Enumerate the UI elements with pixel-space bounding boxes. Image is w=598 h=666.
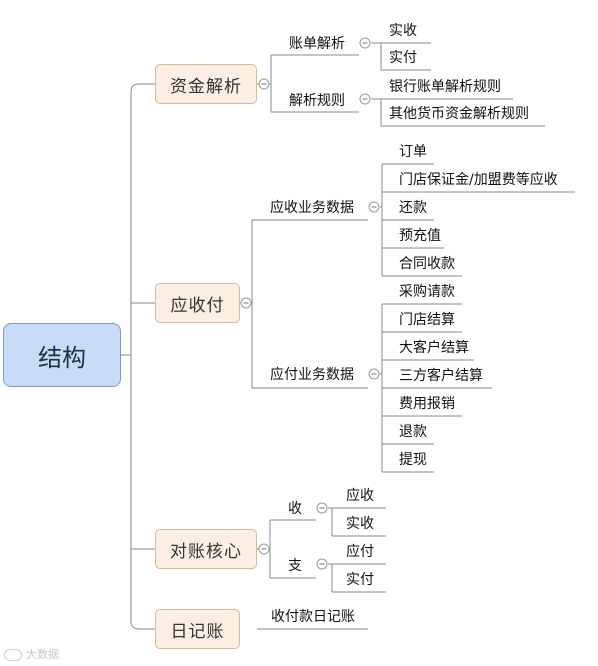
leaf-node[interactable]: 退款 <box>399 424 427 440</box>
leaf-node[interactable]: 采购请款 <box>399 284 455 300</box>
leaf-node[interactable]: 实付 <box>346 572 374 588</box>
branch-journal[interactable]: 日记账 <box>155 609 240 649</box>
group-parse-rules[interactable]: 解析规则 <box>289 93 345 109</box>
branch-funds-analysis[interactable]: 资金解析 <box>155 64 257 104</box>
watermark: 大数据 <box>4 646 59 662</box>
leaf-node[interactable]: 实付 <box>389 50 417 66</box>
leaf-node[interactable]: 提现 <box>399 452 427 468</box>
leaf-node[interactable]: 门店保证金/加盟费等应收 <box>399 172 558 188</box>
root-node[interactable]: 结构 <box>3 323 121 387</box>
leaf-node[interactable]: 实收 <box>346 516 374 532</box>
leaf-node[interactable]: 订单 <box>399 144 427 160</box>
group-receivable-data[interactable]: 应收业务数据 <box>270 200 354 216</box>
leaf-node[interactable]: 门店结算 <box>399 312 455 328</box>
leaf-node[interactable]: 应付 <box>346 544 374 560</box>
leaf-node[interactable]: 收付款日记账 <box>271 609 355 625</box>
leaf-node[interactable]: 银行账单解析规则 <box>389 79 501 95</box>
branch-reconcile-core[interactable]: 对账核心 <box>155 529 257 569</box>
leaf-node[interactable]: 三方客户结算 <box>399 368 483 384</box>
leaf-node[interactable]: 预充值 <box>399 228 441 244</box>
group-income[interactable]: 收 <box>288 501 302 517</box>
leaf-node[interactable]: 其他货币资金解析规则 <box>389 106 529 122</box>
leaf-node[interactable]: 应收 <box>346 488 374 504</box>
watermark-logo-icon <box>4 649 22 661</box>
group-expense[interactable]: 支 <box>288 558 302 574</box>
leaf-node[interactable]: 大客户结算 <box>399 340 469 356</box>
leaf-node[interactable]: 费用报销 <box>399 396 455 412</box>
group-bill-parse[interactable]: 账单解析 <box>289 36 345 52</box>
leaf-node[interactable]: 实收 <box>389 23 417 39</box>
branch-receivables-payables[interactable]: 应收付 <box>155 283 240 323</box>
group-payable-data[interactable]: 应付业务数据 <box>270 367 354 383</box>
leaf-node[interactable]: 还款 <box>399 200 427 216</box>
leaf-node[interactable]: 合同收款 <box>399 256 455 272</box>
